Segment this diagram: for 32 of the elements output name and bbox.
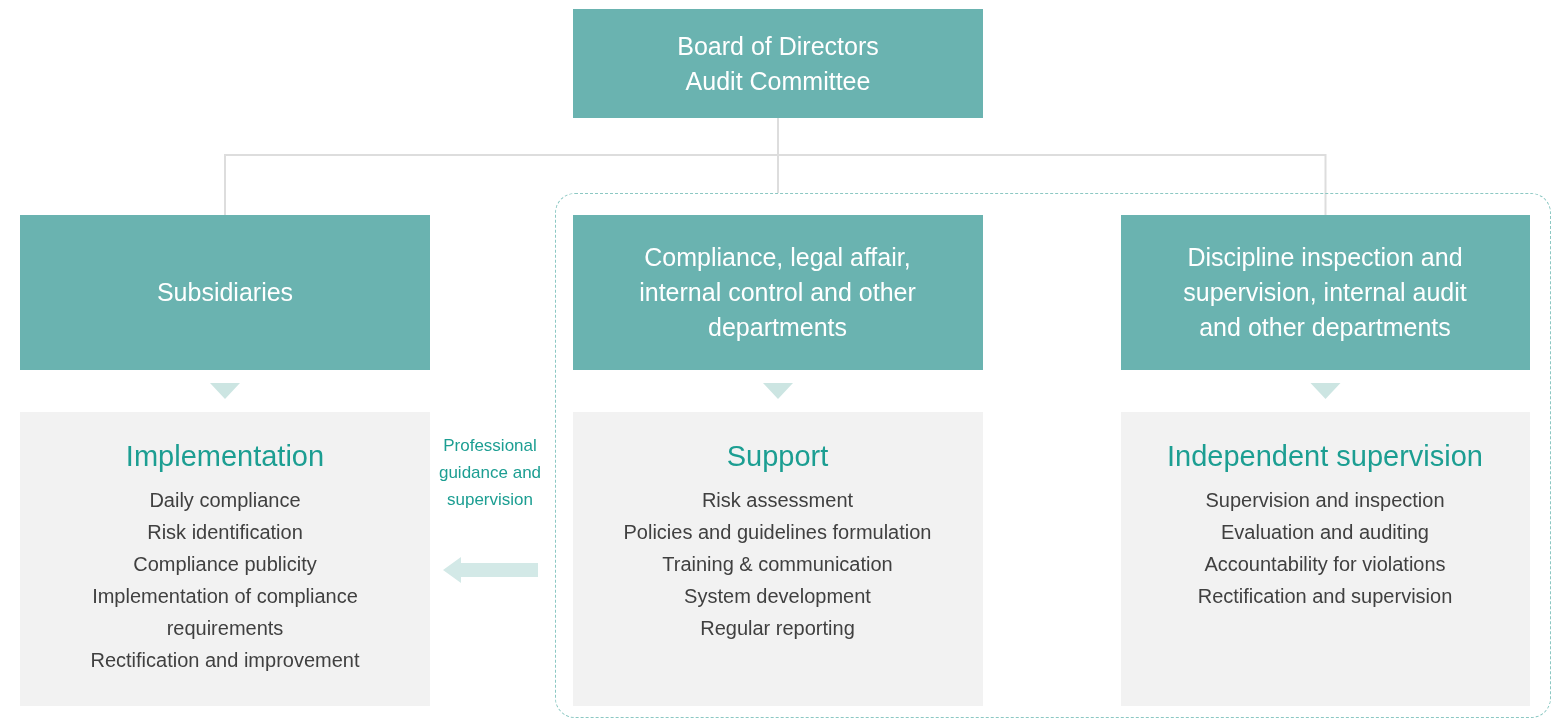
- duty-item: Rectification and improvement: [90, 648, 360, 673]
- arrow: [1310, 383, 1341, 399]
- department-box: [1120, 214, 1530, 370]
- duty-item: Supervision and inspection: [1205, 487, 1445, 513]
- duty-item: System development: [684, 583, 871, 609]
- arrow: [443, 557, 538, 583]
- duty-item: Accountability for violations: [1204, 551, 1446, 577]
- duty-item: Evaluation and auditing: [1221, 519, 1429, 545]
- duty-item: Risk identification: [147, 520, 303, 545]
- box-title: Discipline inspection and supervision, internal audit and other departments: [1182, 241, 1468, 343]
- box-title: Subsidiaries: [156, 277, 294, 308]
- card-title: Independent supervision: [1167, 438, 1483, 474]
- duty-item: Risk assessment: [701, 487, 854, 513]
- arrow: [763, 383, 793, 399]
- arrow: [210, 383, 240, 399]
- department-box: [572, 214, 983, 370]
- duty-item: Policies and guidelines formulation: [623, 519, 932, 545]
- department-box: [573, 9, 983, 118]
- department-box: [20, 215, 430, 370]
- duty-item: Implementation of compliance requirements: [91, 584, 359, 641]
- duty-item: Compliance publicity: [133, 552, 317, 577]
- box-title: Compliance, legal affair, internal control and other departments: [638, 241, 917, 343]
- duty-item: Rectification and supervision: [1197, 583, 1453, 609]
- duty-item: Training & communication: [662, 551, 893, 577]
- duty-item: Daily compliance: [149, 488, 301, 513]
- box-title: Board of Directors: [677, 30, 879, 62]
- box-title: Audit Committee: [685, 65, 871, 97]
- edge-label: Professional guidance and supervision: [438, 435, 542, 511]
- card-title: Support: [726, 438, 829, 474]
- card-title: Implementation: [125, 439, 325, 474]
- dashed-group-frame: [555, 193, 1551, 718]
- duty-item: Regular reporting: [700, 615, 855, 641]
